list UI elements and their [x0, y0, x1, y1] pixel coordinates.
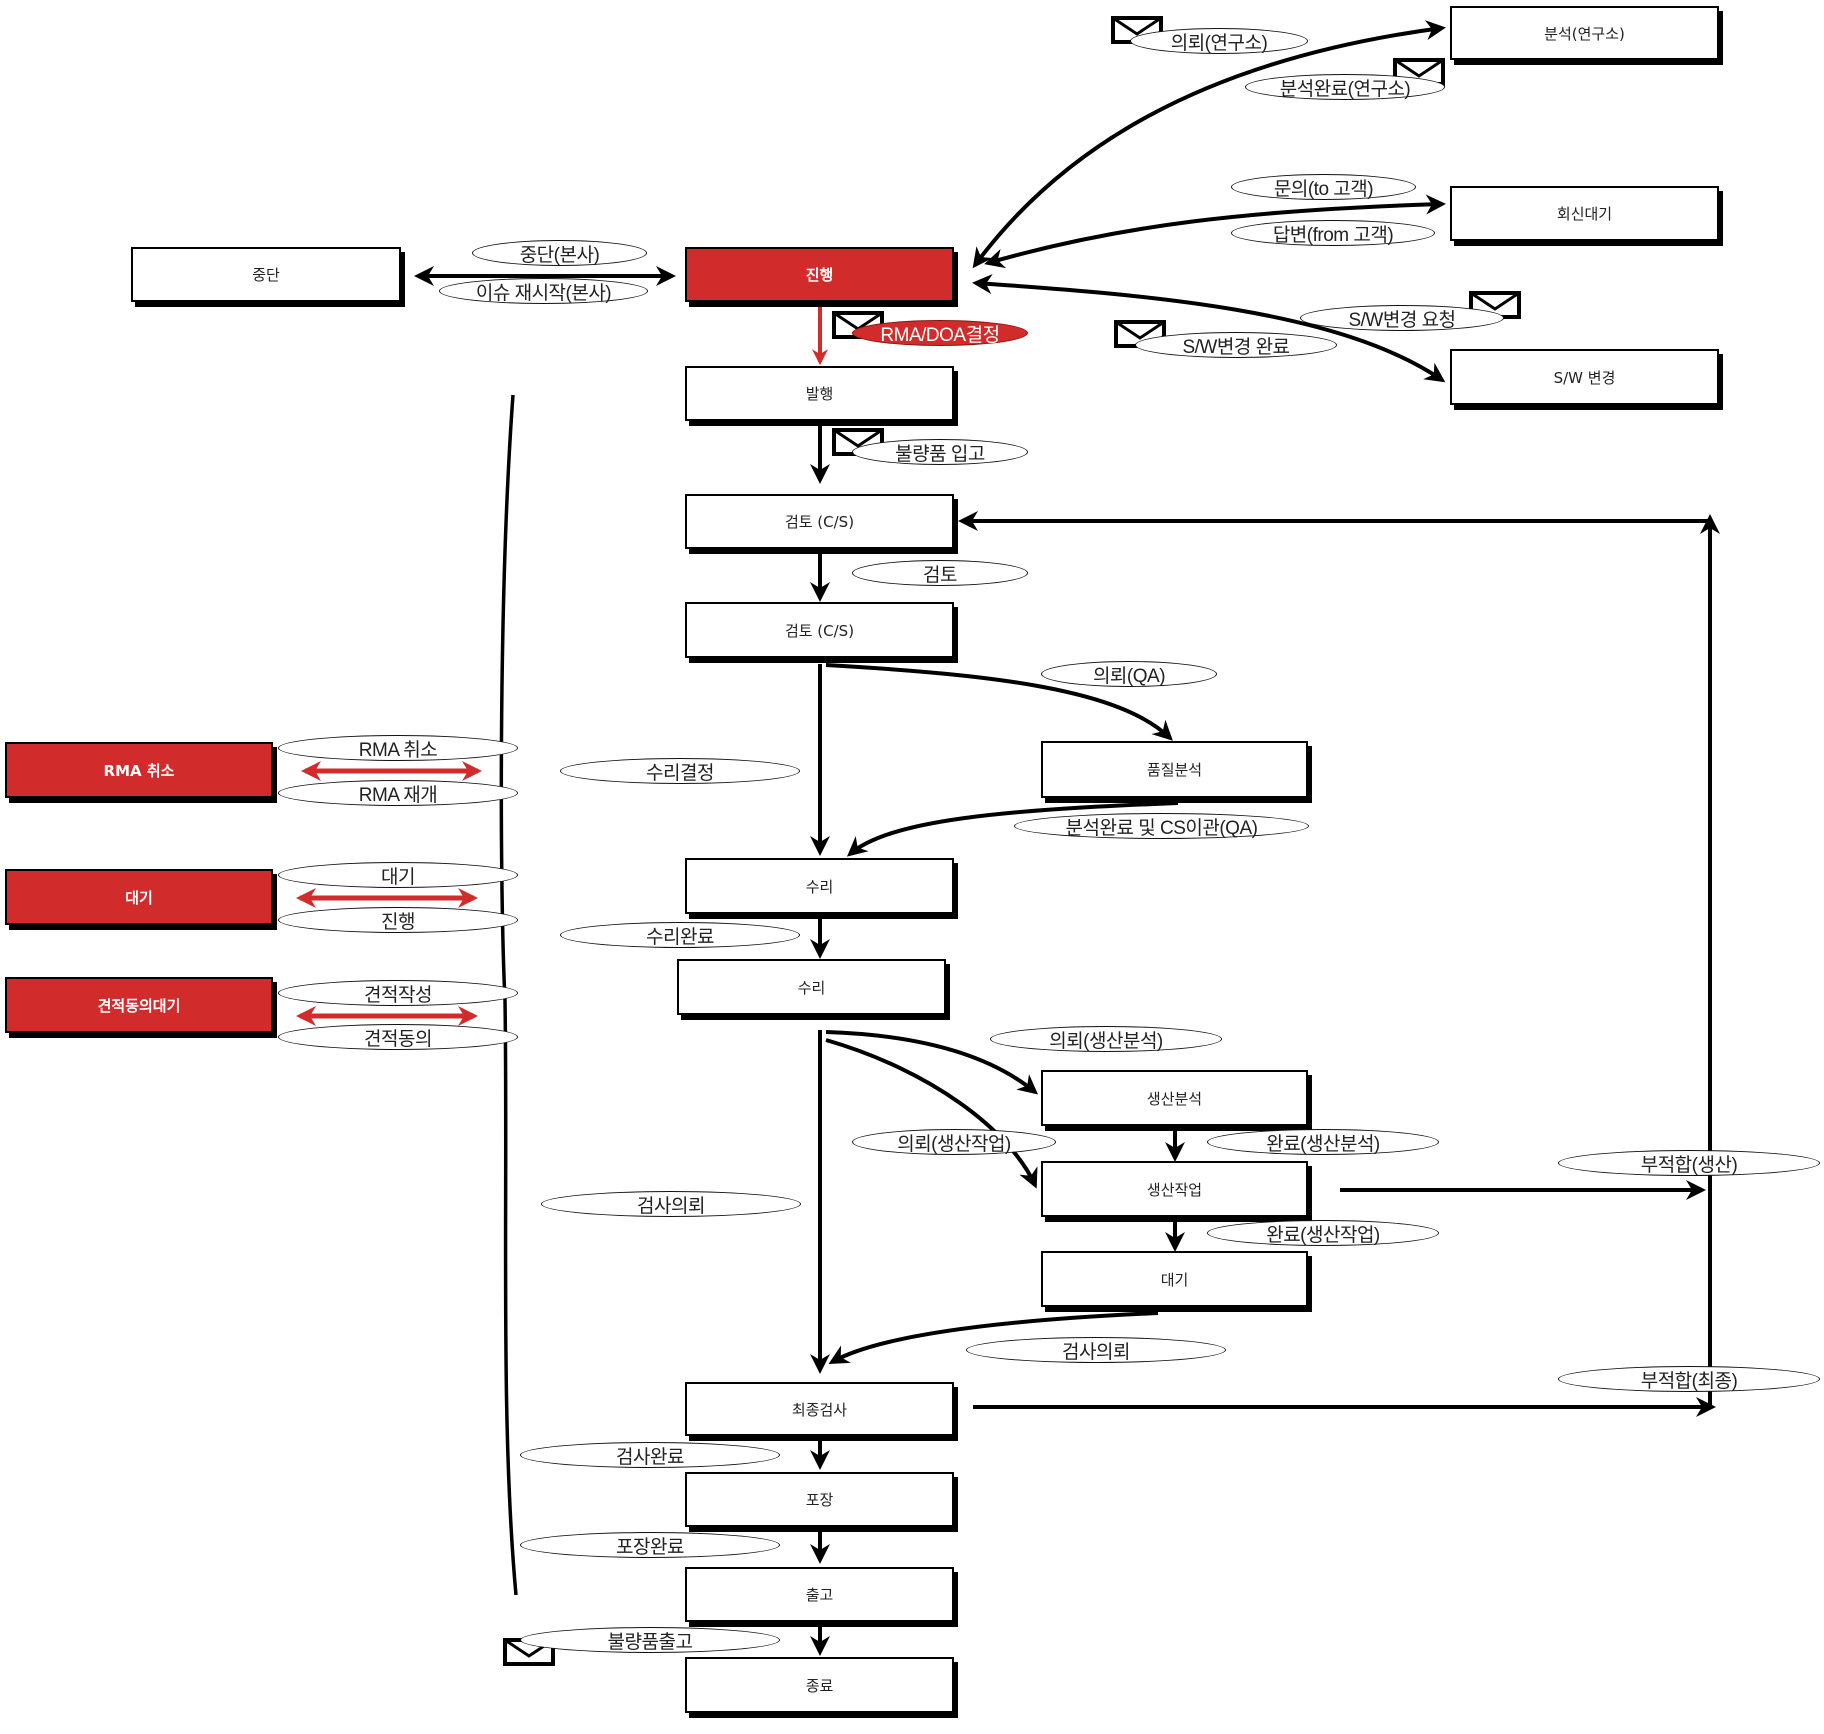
node-label: 종료: [805, 1676, 834, 1695]
node-lab-analysis[interactable]: 분석(연구소): [1450, 6, 1719, 60]
node-packing[interactable]: 포장: [685, 1472, 954, 1527]
label-sw-change-done: S/W변경 완료: [1135, 332, 1337, 358]
left-bracket-line: [499, 394, 518, 1596]
label-lab-analysis-done: 분석완료(연구소): [1245, 74, 1445, 100]
label-nonconform-final: 부적합(최종): [1558, 1366, 1820, 1392]
node-final-inspection[interactable]: 최종검사: [685, 1382, 954, 1436]
label-request-production-analysis: 의뢰(생산분석): [990, 1026, 1222, 1052]
arrow-wait-final: [828, 1311, 1159, 1364]
node-label: 진행: [805, 266, 834, 284]
label-inspection-request-left: 검사의뢰: [541, 1191, 801, 1217]
node-label: 포장: [805, 1491, 834, 1509]
node-stop[interactable]: 중단: [131, 247, 401, 302]
label-inspection-request-right: 검사의뢰: [966, 1337, 1226, 1363]
node-quality-analysis[interactable]: 품질분석: [1041, 741, 1308, 798]
label-answer-from-customer: 답변(from 고객): [1231, 220, 1435, 246]
label-defective-shipment: 불량품출고: [520, 1627, 780, 1653]
node-end[interactable]: 종료: [685, 1657, 954, 1713]
node-repair-2[interactable]: 수리: [677, 959, 946, 1015]
node-label: 최종검사: [791, 1400, 848, 1419]
node-production-work[interactable]: 생산작업: [1041, 1161, 1308, 1217]
label-review: 검토: [852, 560, 1028, 586]
label-issue-restart-hq: 이슈 재시작(본사): [439, 278, 648, 304]
node-label: 분석(연구소): [1544, 24, 1625, 43]
node-label: 검토 (C/S): [784, 621, 855, 640]
node-label: 수리: [805, 877, 834, 896]
arrow-review-quality: [825, 663, 1173, 741]
label-done-production-work: 완료(생산작업): [1207, 1220, 1439, 1246]
label-packing-done: 포장완료: [520, 1532, 780, 1558]
label-quote-agree: 견적동의: [278, 1024, 518, 1050]
label-repair-done: 수리완료: [560, 922, 800, 948]
node-reply-wait[interactable]: 회신대기: [1450, 186, 1719, 241]
node-review-2[interactable]: 검토 (C/S): [685, 602, 954, 658]
label-request-qa: 의뢰(QA): [1041, 661, 1217, 687]
node-label: 품질분석: [1146, 761, 1203, 779]
label-sw-change-request: S/W변경 요청: [1300, 305, 1504, 331]
label-rma-cancel: RMA 취소: [278, 735, 518, 761]
node-label: S/W 변경: [1553, 368, 1616, 387]
node-progress[interactable]: 진행: [685, 247, 954, 302]
label-progress: 진행: [278, 907, 518, 933]
label-rma-doa-decision: RMA/DOA결정: [852, 320, 1028, 346]
arrow-repair-prodanalysis: [825, 1030, 1039, 1095]
node-label: 출고: [805, 1586, 834, 1604]
label-request-lab: 의뢰(연구소): [1130, 28, 1308, 54]
label-rma-resume: RMA 재개: [278, 780, 518, 806]
label-nonconform-production: 부적합(생산): [1558, 1150, 1820, 1176]
label-request-production-work: 의뢰(생산작업): [852, 1129, 1056, 1155]
label-done-production-analysis: 완료(생산분석): [1207, 1129, 1439, 1155]
node-rma-cancel[interactable]: RMA 취소: [5, 742, 273, 798]
node-label: 생산작업: [1146, 1180, 1203, 1199]
node-sw-change[interactable]: S/W 변경: [1450, 349, 1719, 405]
node-label: 대기: [1160, 1270, 1189, 1289]
node-issue[interactable]: 발행: [685, 366, 954, 421]
node-label: 발행: [805, 385, 834, 403]
node-label: 대기: [125, 888, 153, 907]
node-production-analysis[interactable]: 생산분석: [1041, 1070, 1308, 1126]
label-qa-done-cs-transfer: 분석완료 및 CS이관(QA): [1014, 813, 1309, 839]
node-label: 견적동의대기: [97, 996, 181, 1015]
node-quote-wait[interactable]: 견적동의대기: [5, 977, 273, 1033]
node-wait-left[interactable]: 대기: [5, 869, 273, 925]
label-quote-write: 견적작성: [278, 980, 518, 1006]
arrow-progress-reply: [984, 194, 1446, 269]
arrow-quality-repair: [846, 801, 1179, 857]
label-inspection-done: 검사완료: [520, 1442, 780, 1468]
node-wait-right[interactable]: 대기: [1041, 1251, 1308, 1307]
node-shipping[interactable]: 출고: [685, 1567, 954, 1622]
arrow-repair-prodwork: [825, 1038, 1038, 1189]
label-defect-receipt: 불량품 입고: [852, 439, 1028, 465]
label-wait: 대기: [278, 862, 518, 888]
node-repair-1[interactable]: 수리: [685, 858, 954, 914]
label-repair-decision: 수리결정: [560, 758, 800, 784]
node-label: 수리: [797, 978, 826, 997]
node-label: RMA 취소: [103, 761, 175, 780]
label-stop-hq: 중단(본사): [472, 240, 647, 266]
node-label: 중단: [252, 266, 280, 284]
node-label: 생산분석: [1146, 1089, 1203, 1108]
arrow-progress-sw: [972, 274, 1446, 383]
node-label: 회신대기: [1556, 205, 1613, 223]
label-inquiry-to-customer: 문의(to 고객): [1231, 174, 1416, 200]
node-label: 검토 (C/S): [784, 513, 855, 531]
node-review-1[interactable]: 검토 (C/S): [685, 494, 954, 549]
